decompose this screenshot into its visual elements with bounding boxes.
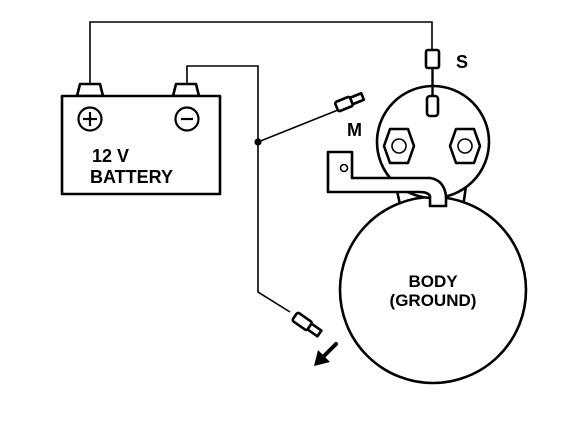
ground-test-lead-probe	[291, 311, 323, 338]
s-terminal-connector	[424, 48, 441, 118]
battery-positive-icon	[77, 106, 103, 132]
body-label-line2: (GROUND)	[390, 291, 477, 310]
starter-body: BODY (GROUND)	[338, 184, 528, 385]
b-terminal-nut	[448, 127, 482, 165]
solenoid: M	[326, 84, 491, 208]
arrow-down-left-icon	[314, 342, 338, 366]
m-terminal-nut	[382, 127, 416, 165]
wire-battery-negative	[186, 65, 259, 142]
wire-junction	[254, 138, 262, 146]
battery: 12 V BATTERY	[60, 82, 222, 196]
body-label-line1: BODY	[408, 272, 458, 291]
wire-to-m-terminal	[257, 109, 339, 143]
battery-negative-icon	[174, 106, 200, 132]
wire-to-ground-probe	[257, 142, 291, 313]
terminal-m-label: M	[347, 120, 362, 140]
battery-name-label: BATTERY	[90, 167, 173, 187]
m-test-lead-probe	[334, 91, 366, 113]
terminal-s-label: S	[456, 52, 468, 72]
wire-battery-positive-to-s	[89, 21, 433, 86]
battery-positive-post	[75, 82, 105, 98]
battery-negative-post	[171, 82, 201, 98]
m-terminal-strap	[326, 150, 448, 208]
battery-voltage-label: 12 V	[92, 146, 129, 166]
m-terminal-strap-hole	[339, 163, 349, 173]
